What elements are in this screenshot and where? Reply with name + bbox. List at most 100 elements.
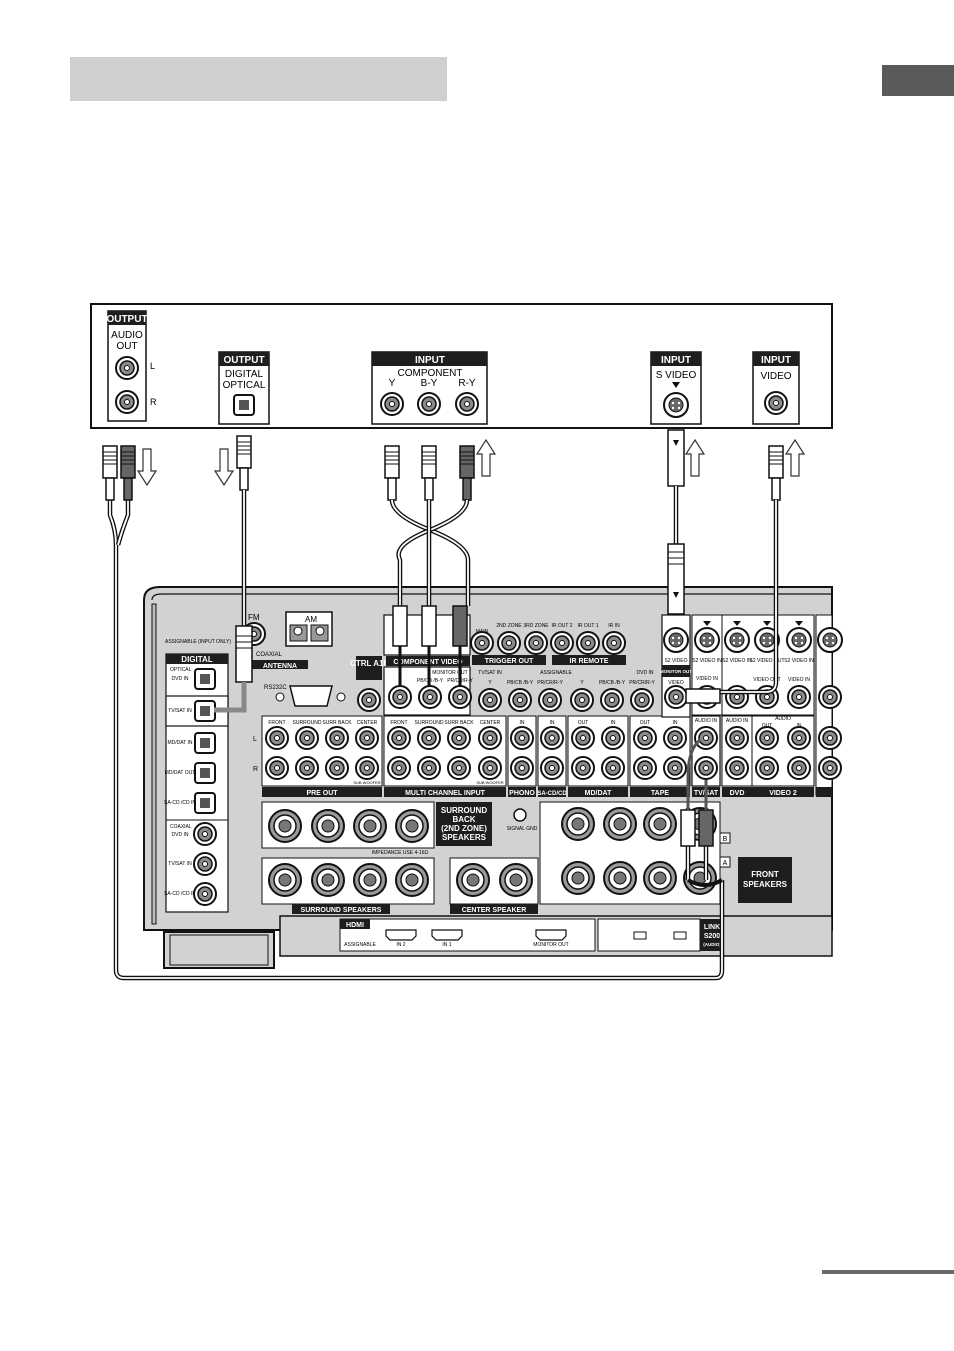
mddat-out-r-jack[interactable] <box>571 756 595 780</box>
dvd-comp-pb-jack[interactable] <box>600 688 624 712</box>
tape-out-l-jack[interactable] <box>633 726 657 750</box>
phono-l-jack[interactable] <box>510 726 534 750</box>
monitor-out-y-jack[interactable] <box>388 685 412 709</box>
tape-in-l-jack[interactable] <box>663 726 687 750</box>
mddat-out-l-jack[interactable] <box>571 726 595 750</box>
surround-r-pos-terminal[interactable] <box>311 863 345 897</box>
mc-surrback-r-jack[interactable] <box>447 756 471 780</box>
tape-in-r-jack[interactable] <box>663 756 687 780</box>
mc-surround-r-jack[interactable] <box>417 756 441 780</box>
center-neg-terminal[interactable] <box>456 863 490 897</box>
front-a-l-neg-terminal[interactable] <box>643 861 677 895</box>
signal-gnd-terminal[interactable] <box>513 808 527 822</box>
mc-surrback-l-jack[interactable] <box>447 726 471 750</box>
video2-ain-r-jack[interactable] <box>787 756 811 780</box>
ctrl-jack[interactable] <box>357 688 381 712</box>
front-a-r-pos-terminal[interactable] <box>603 861 637 895</box>
dvd-audio-r-jack[interactable] <box>725 756 749 780</box>
mc-center-jack[interactable] <box>478 726 502 750</box>
opt-in-4-jack[interactable] <box>194 762 216 784</box>
tvsat-audio-r-jack[interactable] <box>694 756 718 780</box>
surr-back-l-pos-terminal[interactable] <box>395 809 429 843</box>
front-b-l-neg-terminal[interactable] <box>643 807 677 841</box>
rs232c-port[interactable] <box>289 685 333 707</box>
tvsat-monitor-video-jack[interactable] <box>664 685 688 709</box>
video2-s2in-jack[interactable] <box>786 627 812 653</box>
tvsat-audio-l-jack[interactable] <box>694 726 718 750</box>
ir-out2-jack[interactable] <box>550 631 574 655</box>
front-a-r-neg-terminal[interactable] <box>561 861 595 895</box>
video2-aout-r-jack[interactable] <box>755 756 779 780</box>
trigger-main-jack[interactable] <box>470 631 494 655</box>
dvd-comp-y-jack[interactable] <box>570 688 594 712</box>
dvd2-s2video-jack[interactable] <box>724 627 750 653</box>
pre-surround-r-jack[interactable] <box>295 756 319 780</box>
next-s2video-jack[interactable] <box>817 627 843 653</box>
ir-out1-jack[interactable] <box>576 631 600 655</box>
mddat-in-l-jack[interactable] <box>601 726 625 750</box>
surround-l-neg-terminal[interactable] <box>353 863 387 897</box>
tvsat-comp-pb-jack[interactable] <box>508 688 532 712</box>
monitor-out-pb-jack[interactable] <box>418 685 442 709</box>
monitor-out-pr-jack[interactable] <box>448 685 472 709</box>
tape-out-r-jack[interactable] <box>633 756 657 780</box>
hdmi-in2-port[interactable] <box>385 929 417 941</box>
surr-back-r-pos-terminal[interactable] <box>311 809 345 843</box>
mc-front-l-jack[interactable] <box>387 726 411 750</box>
component-y-jack[interactable] <box>380 392 404 416</box>
audio-out-l-jack[interactable] <box>115 356 139 380</box>
video2-aout-l-jack[interactable] <box>755 726 779 750</box>
trigger-3rd-jack[interactable] <box>524 631 548 655</box>
pre-sub-jack[interactable] <box>355 756 379 780</box>
tvsat-comp-y-jack[interactable] <box>478 688 502 712</box>
s-video-in-jack[interactable] <box>663 392 689 418</box>
front-b-r-pos-terminal[interactable] <box>603 807 637 841</box>
optical-out-jack[interactable] <box>233 394 255 416</box>
mc-front-r-jack[interactable] <box>387 756 411 780</box>
next-audio-r-jack[interactable] <box>818 756 842 780</box>
center-pos-terminal[interactable] <box>499 863 533 897</box>
sacd-r-jack[interactable] <box>540 756 564 780</box>
pre-surround-l-jack[interactable] <box>295 726 319 750</box>
surr-back-r-neg-terminal[interactable] <box>268 809 302 843</box>
opt-in-2-jack[interactable] <box>194 700 216 722</box>
tvsat-comp-pr-jack[interactable] <box>538 688 562 712</box>
mddat-in-r-jack[interactable] <box>601 756 625 780</box>
phono-r-jack[interactable] <box>510 756 534 780</box>
front-b-r-neg-terminal[interactable] <box>561 807 595 841</box>
tvsat-s2video-jack[interactable] <box>663 627 689 653</box>
hdmi-in1-port[interactable] <box>431 929 463 941</box>
surr-back-l-neg-terminal[interactable] <box>353 809 387 843</box>
hdmi-monitor-out-port[interactable] <box>535 929 567 941</box>
video2-vin-jack[interactable] <box>787 685 811 709</box>
next-video-jack[interactable] <box>818 685 842 709</box>
audio-out-r-jack[interactable] <box>115 390 139 414</box>
component-by-jack[interactable] <box>417 392 441 416</box>
next-audio-l-jack[interactable] <box>818 726 842 750</box>
dvd-audio-l-jack[interactable] <box>725 726 749 750</box>
opt-in-5-jack[interactable] <box>194 792 216 814</box>
video-in-jack[interactable] <box>764 391 788 415</box>
dvd-s2video-jack[interactable] <box>694 627 720 653</box>
dvd-comp-pr-jack[interactable] <box>630 688 654 712</box>
surround-r-neg-terminal[interactable] <box>268 863 302 897</box>
opt-in-1-jack[interactable] <box>194 668 216 690</box>
dlink-port-1[interactable] <box>633 931 647 940</box>
sacd-l-jack[interactable] <box>540 726 564 750</box>
mc-sub-jack[interactable] <box>478 756 502 780</box>
mc-surround-l-jack[interactable] <box>417 726 441 750</box>
coax-in-1-jack[interactable] <box>193 822 217 846</box>
pre-front-r-jack[interactable] <box>265 756 289 780</box>
video2-ain-l-jack[interactable] <box>787 726 811 750</box>
surround-l-pos-terminal[interactable] <box>395 863 429 897</box>
dvd2-video-jack[interactable] <box>725 685 749 709</box>
ir-in-jack[interactable] <box>602 631 626 655</box>
pre-surrback-r-jack[interactable] <box>325 756 349 780</box>
pre-center-jack[interactable] <box>355 726 379 750</box>
pre-surrback-l-jack[interactable] <box>325 726 349 750</box>
trigger-2nd-jack[interactable] <box>497 631 521 655</box>
component-ry-jack[interactable] <box>455 392 479 416</box>
coax-in-3-jack[interactable] <box>193 882 217 906</box>
dlink-port-2[interactable] <box>673 931 687 940</box>
opt-in-3-jack[interactable] <box>194 732 216 754</box>
